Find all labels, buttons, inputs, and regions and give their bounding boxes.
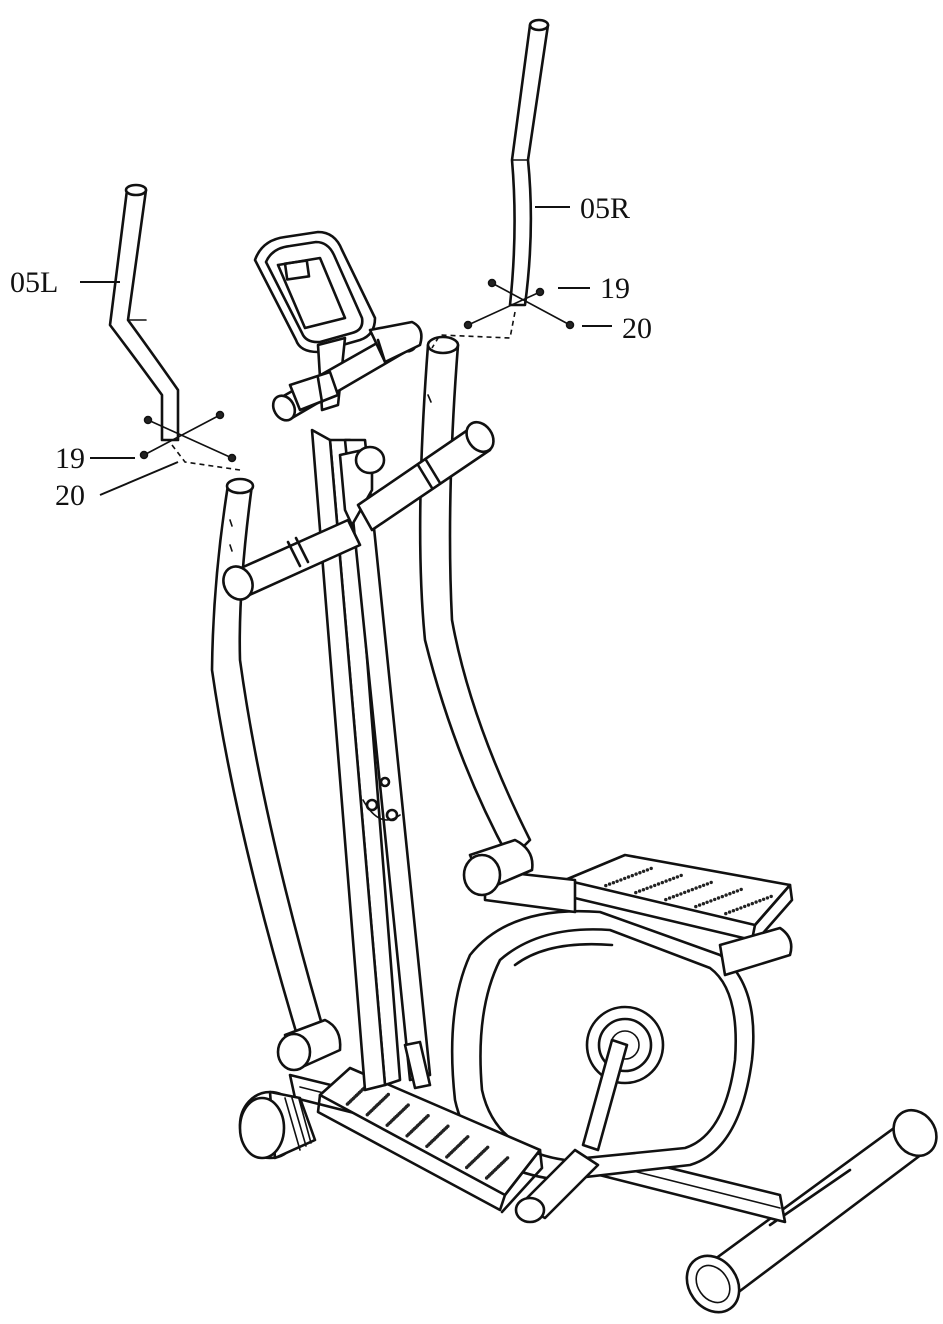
pedal-hole: [406, 1103, 410, 1107]
pedal-hole: [720, 894, 724, 899]
leader-lines: [80, 206, 612, 496]
label-19-right: 19: [600, 272, 630, 305]
pedal-hole: [735, 907, 739, 911]
pedal-hole: [626, 875, 631, 879]
pedal-hole: [664, 897, 668, 902]
pedal-hole: [426, 1114, 430, 1118]
pedal-hole: [653, 883, 657, 888]
pedal-hole: [667, 896, 672, 900]
pedal-hole: [735, 889, 740, 893]
pedal-hole: [724, 911, 728, 916]
right-upper-handlebar: [431, 18, 550, 349]
pedal-hole: [705, 882, 710, 886]
pedal-hole: [727, 910, 732, 914]
pedal-hole: [731, 890, 736, 894]
pedal-hole: [679, 873, 683, 878]
pedal-hole: [697, 903, 702, 907]
pedal-hole: [731, 909, 736, 913]
pedal-hole: [754, 900, 758, 904]
pedal-hole: [690, 887, 694, 892]
pedal-hole: [668, 878, 672, 882]
pedal-hole: [739, 906, 743, 910]
pedal-hole: [709, 880, 713, 885]
pedal-hole: [671, 895, 676, 899]
pedal-hole: [746, 903, 751, 907]
right-moving-arm: [418, 335, 534, 897]
label-20-left: 20: [55, 479, 85, 512]
label-19-left: 19: [55, 442, 85, 475]
pedal-hole: [660, 880, 664, 885]
pedal-hole: [611, 881, 616, 885]
fixed-handlebar: [271, 320, 423, 422]
pedal-hole: [716, 896, 721, 900]
label-05R: 05R: [580, 192, 630, 225]
pedal-hole: [739, 887, 743, 892]
pedal-hole: [750, 901, 754, 906]
pedal-hole: [675, 875, 680, 879]
pedal-hole: [486, 1145, 490, 1150]
right-bolts: [463, 278, 575, 330]
pedal-hole: [638, 871, 642, 875]
pedal-hole: [698, 885, 702, 889]
pedal-hole: [630, 873, 634, 878]
pedal-hole: [607, 882, 612, 886]
pedal-hole: [709, 899, 713, 903]
pedal-hole: [649, 866, 653, 871]
left-crossbar-grip: [222, 518, 362, 601]
pedal-hole: [765, 896, 770, 900]
pedal-hole: [686, 889, 691, 893]
mid-bracket: [338, 445, 386, 527]
pedal-hole: [679, 892, 683, 896]
pedal-hole: [701, 883, 706, 887]
pedal-hole: [656, 882, 661, 886]
pedal-hole: [728, 892, 732, 896]
pedal-hole: [694, 886, 698, 890]
pedal-hole: [466, 1135, 470, 1139]
pedal-hole: [615, 879, 619, 883]
pedal-hole: [664, 879, 668, 883]
pedal-hole: [701, 902, 706, 906]
pedal-hole: [761, 897, 766, 901]
pedal-hole: [769, 894, 773, 899]
pedal-hole: [758, 899, 762, 903]
pedal-hole: [619, 878, 623, 882]
pedal-hole: [705, 900, 709, 904]
flywheel-cover: [450, 909, 755, 1182]
pedal-hole: [641, 888, 646, 892]
pedal-hole: [637, 889, 642, 893]
pedal-hole: [713, 897, 717, 902]
pedal-hole: [645, 886, 649, 890]
front-stabilizer-knob: [238, 1090, 317, 1160]
left-pedal: [316, 1066, 544, 1214]
right-pedal-texture: [604, 866, 773, 916]
pedal-hole: [604, 883, 608, 888]
pedal-hole: [683, 890, 687, 895]
pedal-hole: [634, 872, 638, 876]
pedal-hole: [671, 876, 676, 880]
pedal-hole: [446, 1124, 450, 1128]
label-05L: 05L: [10, 266, 58, 299]
pedal-hole: [505, 1156, 510, 1160]
left-upper-handlebar: [108, 183, 241, 471]
left-moving-arm: [210, 477, 342, 1072]
pedal-hole: [649, 885, 653, 889]
left-bolts: [139, 410, 237, 463]
pedal-hole: [623, 876, 627, 881]
pedal-hole: [645, 868, 650, 872]
left-pedal-texture: [345, 1082, 510, 1180]
pedal-hole: [386, 1092, 390, 1097]
right-crossbar-grip: [356, 420, 495, 532]
label-20-right: 20: [622, 312, 652, 345]
pedal-hole: [743, 904, 747, 909]
pedal-hole: [675, 893, 679, 897]
central-mast: [310, 428, 432, 1092]
rear-stabilizer: [685, 1108, 938, 1314]
pedal-hole: [694, 904, 698, 909]
crank-arm: [514, 1038, 629, 1224]
pedal-hole: [641, 869, 646, 873]
pedal-hole: [724, 893, 728, 897]
pedal-hole: [634, 890, 638, 895]
